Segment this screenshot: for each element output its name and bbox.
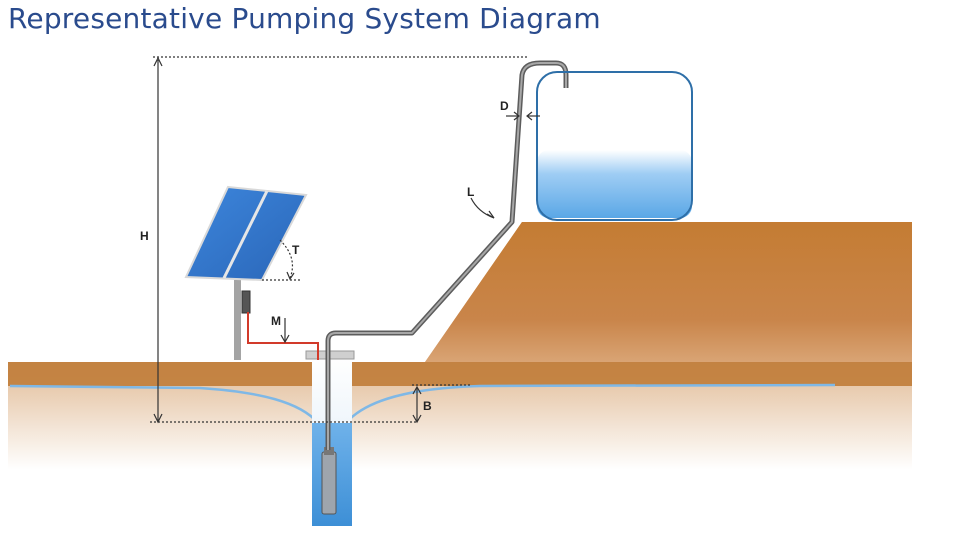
pump-controller: [241, 290, 251, 314]
diameter-marker: [506, 111, 540, 121]
head-label: H: [140, 229, 149, 243]
length-label: L: [467, 185, 474, 199]
storage-tank-water: [537, 150, 692, 218]
head-dimension: [150, 56, 528, 424]
hill: [425, 222, 912, 362]
storage-tank: [536, 71, 693, 221]
length-marker: [470, 197, 495, 219]
submersible-pump: [321, 451, 337, 515]
motor-label: M: [271, 314, 281, 328]
drawdown-dimension: [412, 384, 470, 424]
motor-marker: [280, 318, 290, 344]
diameter-label: D: [500, 99, 509, 113]
power-cable: [247, 312, 319, 360]
panel-pole: [234, 280, 241, 360]
tilt-label: T: [292, 243, 300, 257]
page-title: Representative Pumping System Diagram: [8, 2, 601, 35]
tilt-marker: [262, 239, 300, 281]
drawdown-label: B: [423, 399, 432, 413]
pump-cap: [324, 447, 334, 455]
ground-surface-band: [8, 362, 912, 386]
